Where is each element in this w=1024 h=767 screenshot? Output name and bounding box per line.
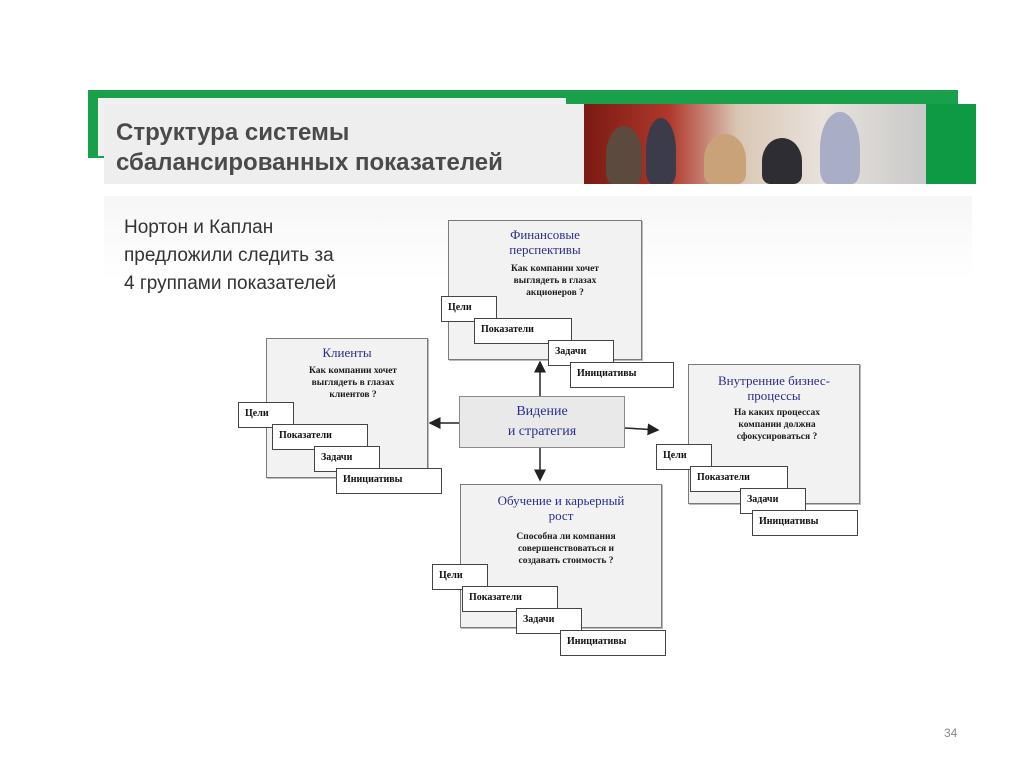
vision-strategy-box: Видение и стратегия	[459, 396, 625, 448]
learning-initiatives-tag: Инициативы	[560, 630, 666, 656]
arrow-right	[625, 428, 658, 430]
finance-title: Финансовые перспективы	[449, 227, 641, 257]
internal-title: Внутренние бизнес- процессы	[689, 373, 859, 403]
learning-title: Обучение и карьерный рост	[461, 493, 661, 523]
finance-initiatives-tag: Инициативы	[570, 362, 674, 388]
page-number: 34	[944, 726, 957, 740]
clients-initiatives-tag: Инициативы	[336, 468, 442, 494]
clients-title: Клиенты	[267, 345, 427, 360]
learning-question: Способна ли компания совершенствоваться …	[471, 531, 661, 567]
clients-question: Как компании хочет выглядеть в глазах кл…	[279, 365, 427, 401]
internal-question: На каких процессах компании должна сфоку…	[695, 407, 859, 443]
finance-question: Как компании хочет выглядеть в глазах ак…	[469, 263, 641, 299]
internal-initiatives-tag: Инициативы	[752, 510, 858, 536]
